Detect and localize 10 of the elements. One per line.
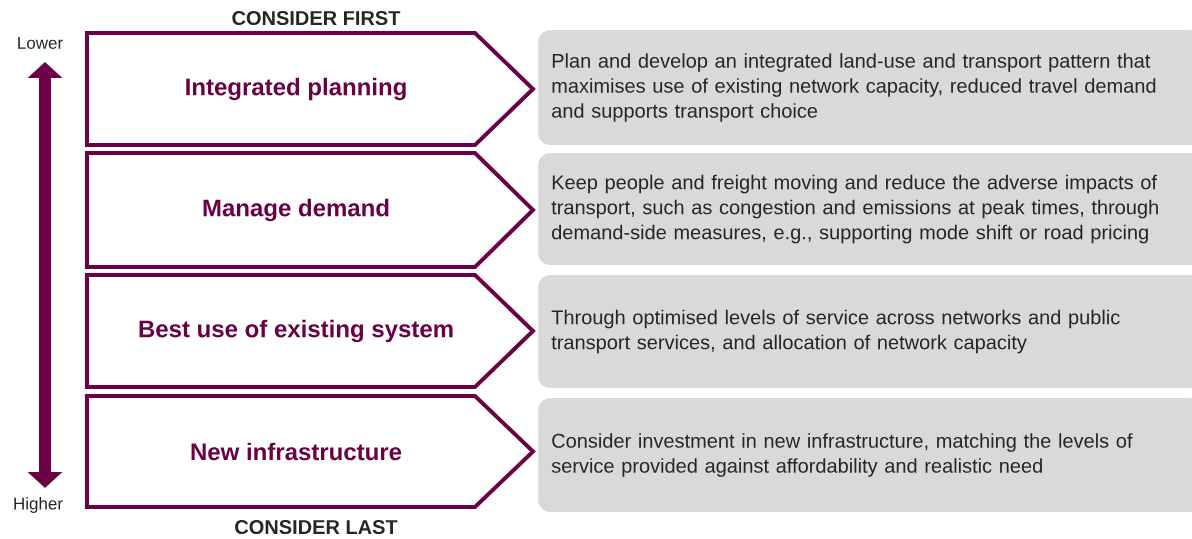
- chevron-box: New infrastructure: [85, 394, 536, 509]
- description-box: Consider investment in new infrastructure, matching the levels of service provided against affordability and realistic need: [538, 398, 1192, 512]
- description-box: Through optimised levels of service across networks and public transport services, and allocation of network capacity: [538, 275, 1192, 388]
- scale-label: Lower: [18, 37, 63, 49]
- description-box: Plan and develop an integrated land-use and transport pattern that maximises use of existing network capacity, reduced travel demand and supports transport choice: [538, 30, 1192, 145]
- chevron-box: Integrated planning: [85, 31, 536, 147]
- scale-label: Higher: [14, 497, 63, 513]
- chevron-box: Best use of existing system: [85, 273, 536, 389]
- description-box: Keep people and freight moving and reduce the adverse impacts of transport, such as congestion and emissions at peak times, through demand-side measures, e.g., supporting mode shift or road pricing: [538, 153, 1192, 265]
- chevron-box: Manage demand: [85, 151, 536, 269]
